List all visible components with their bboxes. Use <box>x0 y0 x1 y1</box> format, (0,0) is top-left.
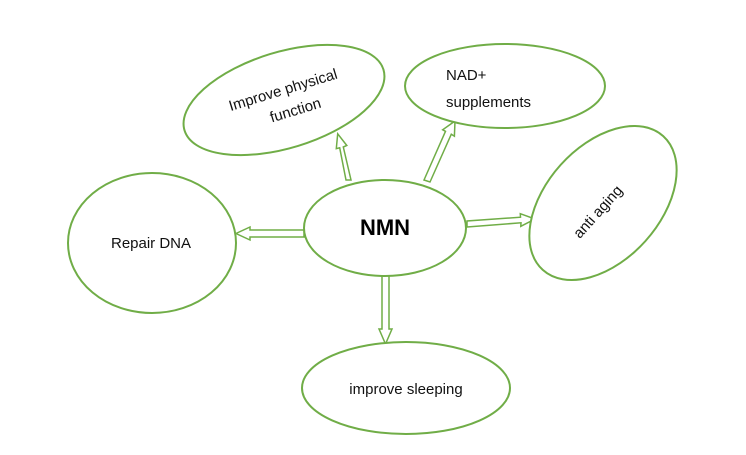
arrow-to-dna <box>234 225 305 242</box>
node-nad-supplements-line-2: supplements <box>446 94 531 111</box>
node-nmn-center: NMN <box>303 179 467 277</box>
node-improve-sleeping-label: improve sleeping <box>349 381 462 398</box>
node-nad-supplements: NAD+ supplements <box>404 43 606 129</box>
arrow-to-physical <box>335 131 352 181</box>
arrow-to-nad <box>422 119 456 183</box>
center-label: NMN <box>360 215 410 240</box>
svg-text:NAD+: NAD+ <box>446 67 487 84</box>
svg-text:improve sleeping: improve sleeping <box>349 381 462 398</box>
node-repair-dna-label: Repair DNA <box>111 235 191 252</box>
arrow-to-aging <box>466 212 537 228</box>
svg-text:supplements: supplements <box>446 94 531 111</box>
node-anti-aging: anti aging <box>528 125 678 281</box>
node-improve-sleeping: improve sleeping <box>301 341 511 435</box>
svg-text:NMN: NMN <box>360 215 410 240</box>
arrow-to-sleep <box>377 274 394 346</box>
svg-text:Repair DNA: Repair DNA <box>111 235 191 252</box>
node-nad-supplements-line-1: NAD+ <box>446 67 487 84</box>
node-repair-dna: Repair DNA <box>67 172 237 314</box>
node-improve-physical-function: Improve physical function <box>182 43 386 157</box>
